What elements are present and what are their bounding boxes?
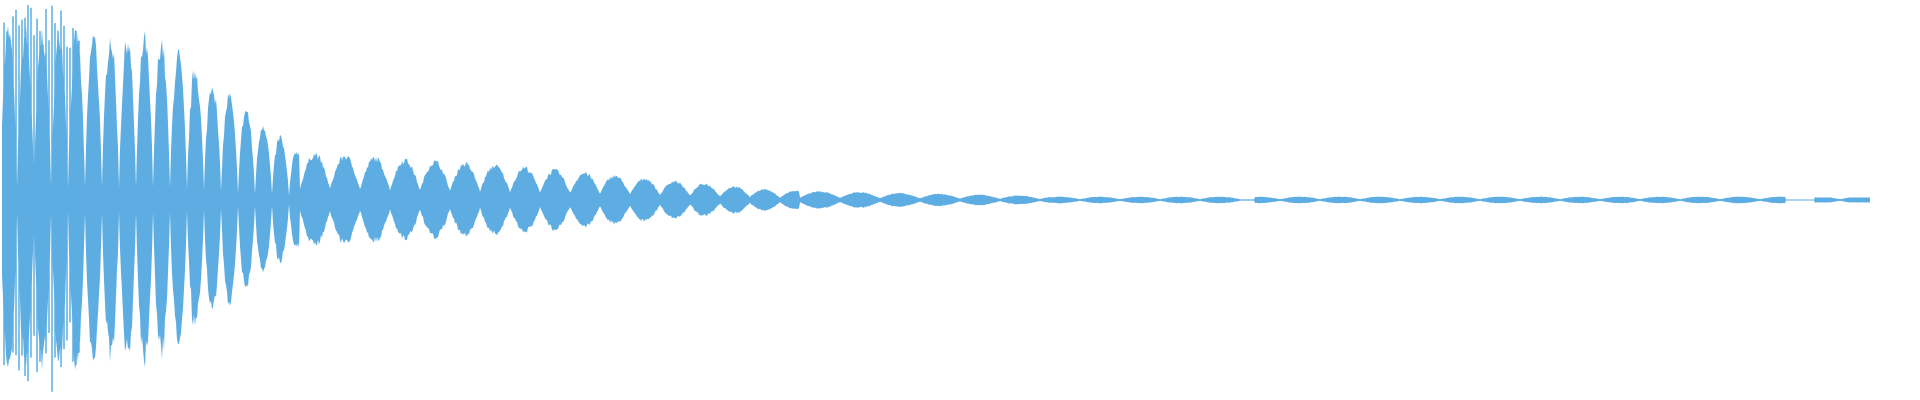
waveform-body xyxy=(2,24,1870,371)
waveform-shape xyxy=(2,5,1870,392)
